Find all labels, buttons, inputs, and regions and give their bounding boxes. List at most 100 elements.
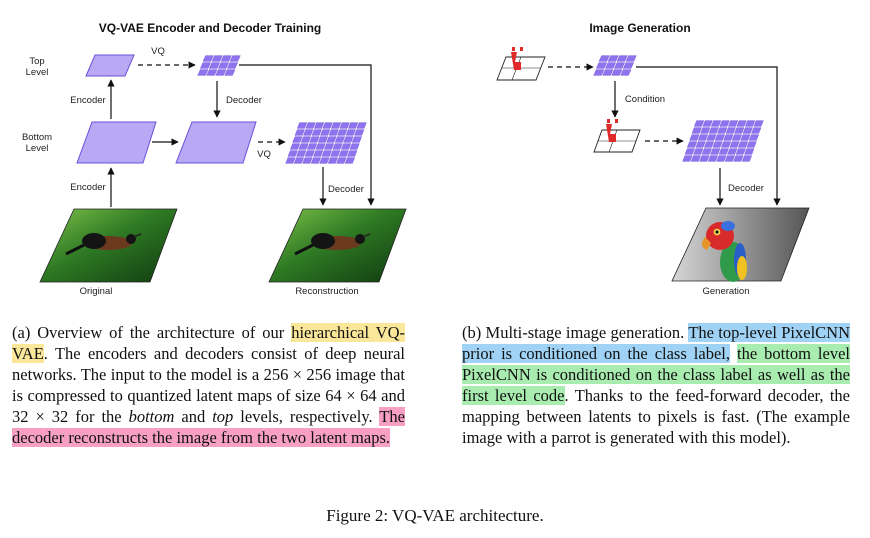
latent-code-cell <box>202 55 214 62</box>
latent-code-cell <box>611 69 623 76</box>
latent-code-cell <box>620 69 632 76</box>
condition-label: Condition <box>625 94 665 105</box>
caption-a-text: levels, respectively. <box>233 406 380 426</box>
latent-code-cell <box>287 150 298 157</box>
caption-b-text: . Thanks to the feed-forward decoder, th… <box>462 385 850 447</box>
latent-code-cell <box>336 157 347 164</box>
latent-code-cell <box>344 157 356 164</box>
latent-code-cell <box>753 120 764 127</box>
generated-parrot-image <box>671 207 810 282</box>
latent-code-cell <box>613 62 626 69</box>
latent-code-cell <box>697 134 709 141</box>
latent-code-cell <box>708 127 719 134</box>
decoded-top-latent <box>175 121 257 164</box>
latent-code-cell <box>684 148 695 155</box>
generated-top-grid <box>593 55 637 76</box>
latent-code-cell <box>330 122 342 129</box>
caption-a-emphasis: bottom <box>128 406 175 426</box>
latent-code-cell <box>751 127 762 134</box>
latent-code-cell <box>700 127 711 134</box>
caption-a-emphasis: top <box>212 406 234 426</box>
decoder-upper-label: Decoder <box>226 95 262 106</box>
latent-code-cell <box>199 62 212 69</box>
top-quantized-grid <box>197 55 241 76</box>
latent-code-cell <box>693 120 705 127</box>
latent-code-cell <box>616 55 628 62</box>
latent-code-cell <box>224 69 236 76</box>
latent-code-cell <box>602 69 614 76</box>
latent-code-cell <box>326 136 337 143</box>
latent-code-cell <box>313 122 325 129</box>
latent-code-cell <box>317 136 329 143</box>
latent-code-cell <box>304 150 315 157</box>
figure-caption: Figure 2: VQ-VAE architecture. <box>326 506 544 525</box>
latent-code-cell <box>729 141 740 148</box>
latent-code-cell <box>703 141 715 148</box>
latent-code-cell <box>305 122 316 129</box>
latent-code-cell <box>714 134 726 141</box>
latent-code-cell <box>215 69 227 76</box>
latent-code-cell <box>323 143 335 150</box>
latent-code-cell <box>593 69 605 76</box>
latent-code-cell <box>328 129 339 136</box>
caption-b-text: (b) Multi-stage image generation. <box>462 323 689 342</box>
top-pixelcnn-prior <box>496 47 546 81</box>
latent-code-cell <box>689 134 700 141</box>
vq-top-label: VQ <box>151 46 165 57</box>
top-skip-arrow <box>239 64 375 206</box>
generation-label: Generation <box>702 286 749 297</box>
caption-panel-a: (a) Overview of the architecture of our … <box>12 323 405 448</box>
latent-code-cell <box>735 148 746 155</box>
latent-code-cell <box>321 150 332 157</box>
latent-code-cell <box>306 143 318 150</box>
latent-code-cell <box>334 136 346 143</box>
latent-code-cell <box>727 120 739 127</box>
latent-code-cell <box>706 134 717 141</box>
caption-a-text: . The encoders and decoders consist of d… <box>12 343 405 426</box>
vq-bottom-label: VQ <box>257 149 271 160</box>
latent-code-cell <box>298 143 309 150</box>
latent-code-cell <box>733 155 744 162</box>
latent-code-cell <box>595 62 608 69</box>
panel-b-title: Image Generation <box>589 21 690 35</box>
latent-code-cell <box>220 55 232 62</box>
latent-code-cell <box>206 69 218 76</box>
latent-code-cell <box>345 129 356 136</box>
bottom-level-label: Bottom <box>22 132 52 143</box>
caption-b-text <box>730 344 737 363</box>
latent-code-cell <box>720 141 732 148</box>
latent-code-cell <box>701 148 712 155</box>
latent-code-cell <box>343 136 354 143</box>
latent-code-cell <box>226 62 239 69</box>
latent-code-cell <box>716 155 727 162</box>
bottom-pixelcnn-prior <box>593 119 641 153</box>
latent-code-cell <box>682 155 693 162</box>
latent-code-cell <box>742 127 753 134</box>
top-level-label: Level <box>26 67 49 78</box>
latent-code-cell <box>300 136 312 143</box>
latent-code-cell <box>691 127 702 134</box>
original-label: Original <box>80 286 113 297</box>
latent-code-cell <box>303 129 314 136</box>
encoder-lower-label: Encoder <box>70 182 105 193</box>
latent-code-cell <box>311 129 322 136</box>
latent-code-cell <box>724 155 736 162</box>
latent-code-cell <box>320 129 331 136</box>
bottom-level-label: Level <box>26 143 49 154</box>
latent-code-cell <box>309 136 320 143</box>
latent-code-cell <box>292 136 303 143</box>
latent-code-cell <box>702 120 713 127</box>
latent-code-cell <box>197 69 209 76</box>
latent-code-cell <box>710 148 721 155</box>
latent-code-cell <box>347 122 359 129</box>
latent-code-cell <box>330 150 341 157</box>
bottom-quantized-grid <box>285 122 367 164</box>
latent-code-cell <box>337 129 348 136</box>
latent-code-cell <box>727 148 738 155</box>
latent-code-cell <box>296 122 308 129</box>
latent-code-cell <box>748 134 760 141</box>
latent-code-cell <box>338 150 349 157</box>
latent-code-cell <box>327 157 339 164</box>
latent-code-cell <box>293 157 305 164</box>
